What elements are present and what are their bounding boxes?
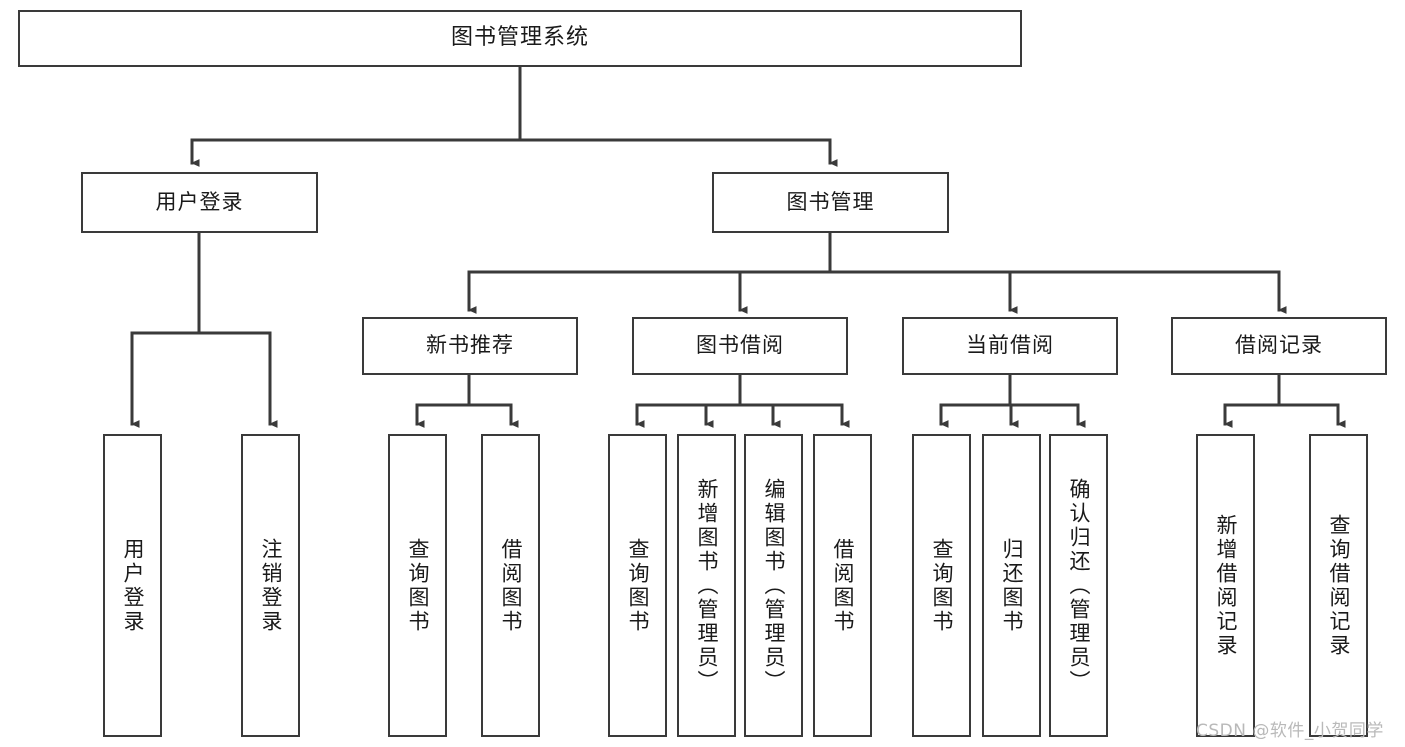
node-label: 查询借阅记录 [1326,513,1351,658]
node-label: 查询图书 [625,537,650,634]
node-label: 新增图书（管理员） [694,477,719,694]
leaf-user-login-login[interactable]: 用户登录 [103,434,162,737]
leaf-book-borrow-add-book-admin[interactable]: 新增图书（管理员） [677,434,736,737]
node-borrow-record[interactable]: 借阅记录 [1171,317,1387,375]
leaf-borrow-record-query-record[interactable]: 查询借阅记录 [1309,434,1368,737]
node-label: 图书管理 [786,189,875,214]
leaf-borrow-record-add-record[interactable]: 新增借阅记录 [1196,434,1255,737]
leaf-current-borrow-return-book[interactable]: 归还图书 [982,434,1041,737]
node-root-book-management-system[interactable]: 图书管理系统 [18,10,1022,67]
node-new-book-recommend[interactable]: 新书推荐 [362,317,578,375]
node-user-login[interactable]: 用户登录 [81,172,318,233]
leaf-current-borrow-confirm-return-admin[interactable]: 确认归还（管理员） [1049,434,1108,737]
node-label: 借阅图书 [498,537,523,634]
leaf-book-borrow-borrow-book[interactable]: 借阅图书 [813,434,872,737]
node-label: 图书管理系统 [450,25,589,51]
node-label: 查询图书 [929,537,954,634]
leaf-new-book-query-book[interactable]: 查询图书 [388,434,447,737]
node-label: 借阅记录 [1235,333,1323,358]
leaf-book-borrow-edit-book-admin[interactable]: 编辑图书（管理员） [744,434,803,737]
node-label: 确认归还（管理员） [1066,477,1091,694]
node-label: 借阅图书 [830,537,855,634]
node-label: 新书推荐 [426,333,514,358]
node-label: 归还图书 [999,537,1024,634]
node-label: 查询图书 [405,537,430,634]
csdn-watermark: CSDN @软件_小贺同学 [1196,721,1384,741]
node-label: 注销登录 [258,537,283,634]
node-current-borrow[interactable]: 当前借阅 [902,317,1118,375]
node-label: 用户登录 [155,189,244,214]
node-label: 图书借阅 [696,333,784,358]
node-label: 新增借阅记录 [1213,513,1238,658]
leaf-book-borrow-query-book[interactable]: 查询图书 [608,434,667,737]
node-label: 当前借阅 [966,333,1054,358]
node-label: 编辑图书（管理员） [761,477,786,694]
leaf-user-login-logout[interactable]: 注销登录 [241,434,300,737]
leaf-new-book-borrow-book[interactable]: 借阅图书 [481,434,540,737]
node-book-borrow[interactable]: 图书借阅 [632,317,848,375]
node-book-management[interactable]: 图书管理 [712,172,949,233]
leaf-current-borrow-query-book[interactable]: 查询图书 [912,434,971,737]
node-label: 用户登录 [120,537,145,634]
